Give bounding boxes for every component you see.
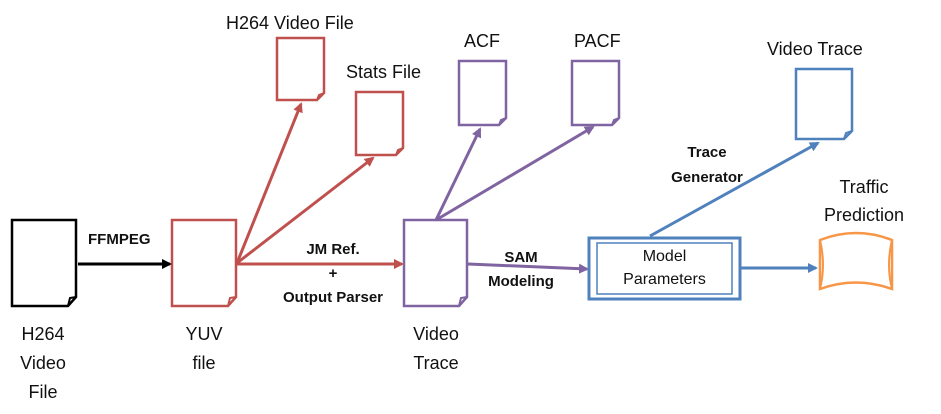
- yuv-file-icon: [170, 218, 238, 308]
- acf-file-icon: [457, 59, 508, 127]
- yuv-label-line: file: [192, 353, 216, 373]
- stats-file-icon: [354, 90, 405, 157]
- yuv-label: YUV file: [166, 320, 242, 378]
- acf-label: ACF: [464, 31, 500, 51]
- jm-edge-label: JM Ref. + Output Parser: [266, 238, 400, 310]
- h264-output-file-icon: [275, 36, 326, 102]
- sam-edge-label: SAM Modeling: [474, 246, 568, 294]
- sam-arrow: [467, 262, 589, 274]
- acf-arrow: [434, 127, 482, 221]
- video-trace-mid-label: Video Trace: [396, 320, 476, 378]
- stats-arrow: [236, 156, 375, 265]
- model-parameters-label-line: Model: [642, 248, 687, 265]
- yuv-label-line: YUV: [185, 324, 223, 344]
- h264-input-label-line: H264: [21, 324, 65, 344]
- pacf-file-icon: [570, 59, 621, 127]
- jm-edge-label-line: JM Ref.: [306, 241, 360, 258]
- model-parameters-label: Model Parameters: [597, 245, 732, 291]
- model-parameters-label-line: Parameters: [623, 271, 706, 288]
- video-trace-output-label: Video Trace: [767, 39, 863, 59]
- h264-output-arrow: [235, 102, 303, 264]
- ffmpeg-edge-label: FFMPEG: [88, 231, 151, 248]
- jm-edge-label-line: +: [328, 265, 338, 282]
- h264-input-label-line: File: [28, 382, 58, 402]
- input-file-icon: [10, 218, 78, 308]
- pacf-label: PACF: [574, 31, 621, 51]
- trace-generator-edge-label-line: Generator: [671, 169, 743, 186]
- jm-edge-label-line: Output Parser: [282, 289, 384, 306]
- stats-label: Stats File: [346, 62, 422, 82]
- traffic-prediction-label-line: Prediction: [823, 205, 905, 225]
- traffic-prediction-label-line: Traffic: [839, 177, 889, 197]
- traffic-prediction-shape: [818, 231, 894, 291]
- trace-generator-edge-label-line: Trace: [687, 144, 727, 161]
- video-trace-mid-label-line: Video: [413, 324, 459, 344]
- video-trace-mid-label-line: Trace: [413, 353, 459, 373]
- h264-input-label: H264 Video File: [8, 320, 78, 407]
- model-parameters-box: [587, 236, 742, 301]
- trace-generator-arrow: [649, 141, 820, 238]
- traffic-prediction-label: Traffic Prediction: [806, 173, 922, 229]
- trace-generator-edge-label: Trace Generator: [654, 140, 760, 190]
- h264-input-label-line: Video: [20, 353, 66, 373]
- sam-edge-label-line: SAM: [504, 249, 538, 266]
- video-trace-file-icon: [402, 218, 469, 308]
- video-trace-output-file-icon: [794, 67, 854, 141]
- sam-edge-label-line: Modeling: [488, 273, 554, 290]
- h264-output-label: H264 Video File: [226, 13, 354, 33]
- pacf-arrow: [435, 125, 595, 222]
